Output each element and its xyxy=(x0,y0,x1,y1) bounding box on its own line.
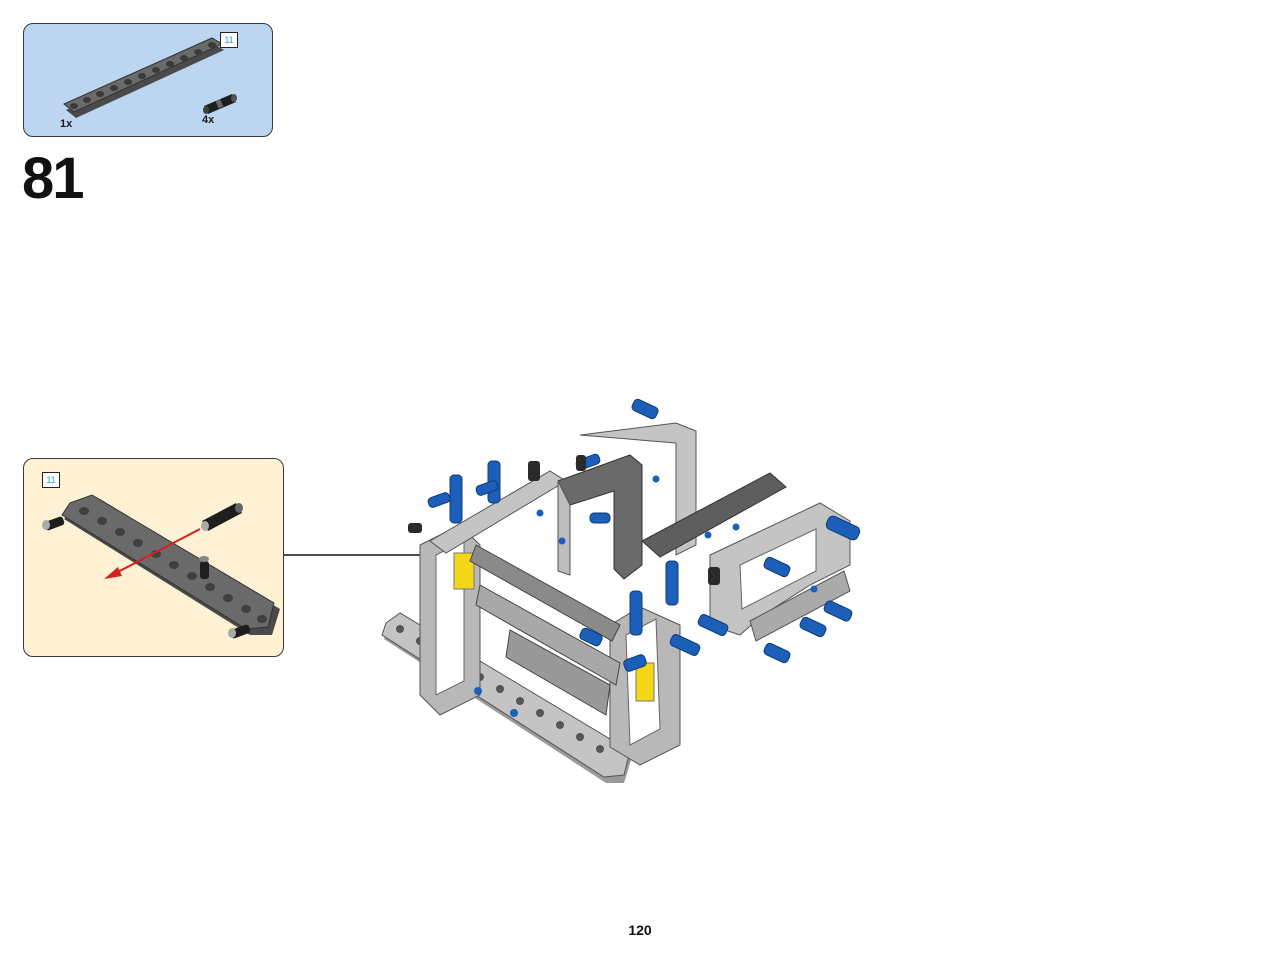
sub-assembly-callout: 11 xyxy=(23,458,284,657)
page-number: 120 xyxy=(628,922,652,938)
step-number: 81 xyxy=(22,146,84,211)
insert-arrow-icon xyxy=(104,528,201,579)
length-badge: 11 xyxy=(220,32,238,48)
black-pin-icon xyxy=(203,94,237,114)
black-pin-icon xyxy=(42,516,251,639)
liftarm-quantity: 1x xyxy=(60,118,73,130)
sub-assembly-illustration xyxy=(42,494,280,639)
gray-liftarm-icon xyxy=(61,494,280,635)
pin-quantity: 4x xyxy=(202,114,215,126)
parts-list-panel: 11 1x 4x xyxy=(23,23,273,137)
gray-liftarm-icon xyxy=(63,37,224,118)
main-model-assembly xyxy=(380,395,900,790)
length-badge: 11 xyxy=(42,472,60,488)
frame-assembly-illustration xyxy=(381,398,861,783)
parts-illustration xyxy=(63,37,237,118)
black-pin-icon xyxy=(201,503,243,531)
